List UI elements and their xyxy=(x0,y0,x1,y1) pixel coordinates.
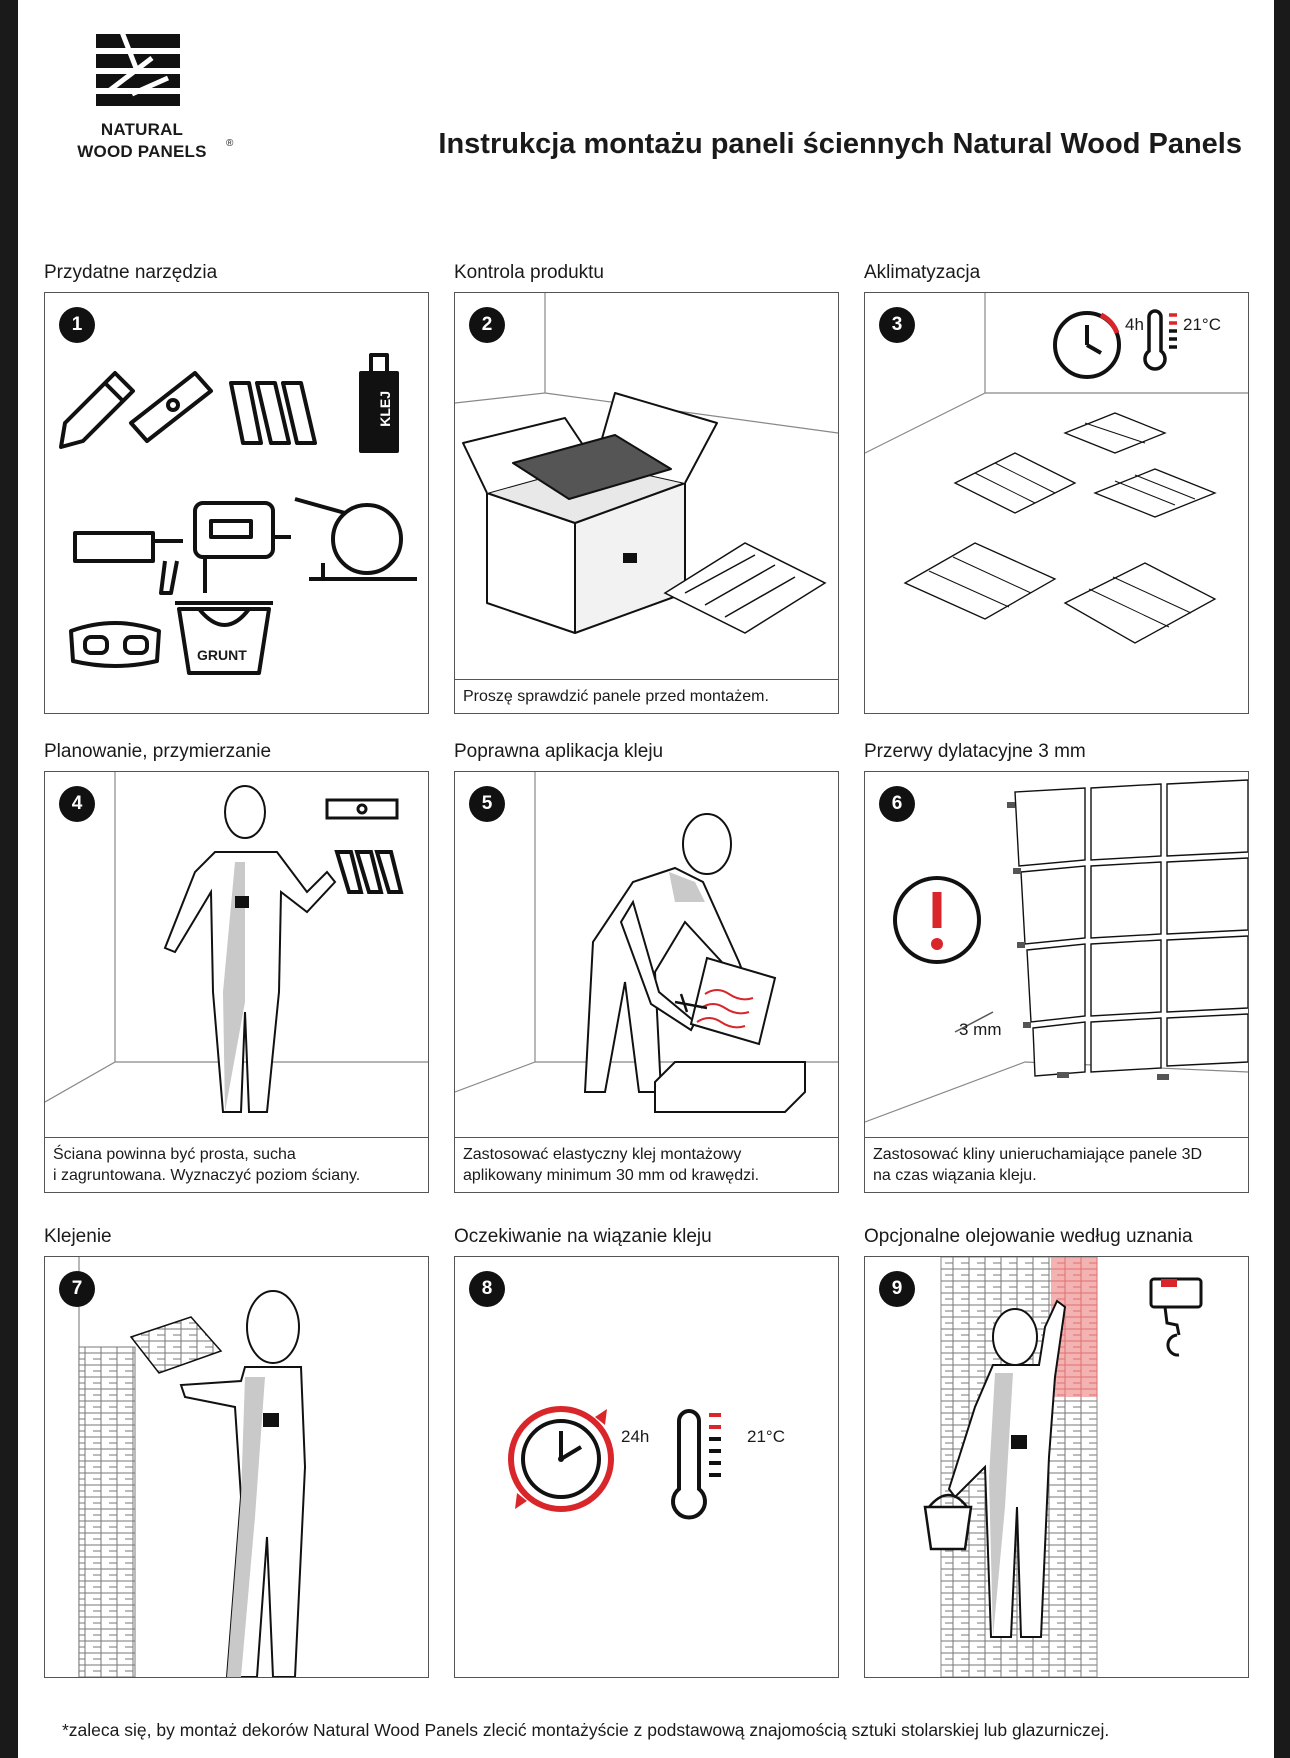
caption-line: aplikowany minimum 30 mm od krawędzi. xyxy=(463,1167,760,1184)
step-number: 7 xyxy=(59,1271,95,1307)
step-panel: 5 Za xyxy=(454,771,839,1193)
step-heading: Aklimatyzacja xyxy=(864,262,981,283)
time-label: 24h xyxy=(621,1427,650,1446)
caption-line: Ściana powinna być prosta, sucha xyxy=(53,1146,296,1163)
step-panel: 1 xyxy=(44,292,429,714)
glue-label: KLEJ xyxy=(377,391,393,427)
step-panel: 2 Proszę sprawdzić xyxy=(454,292,839,714)
shirt-logo-icon xyxy=(263,1413,279,1427)
step-heading: Przydatne narzędzia xyxy=(44,262,218,283)
step-heading: Oczekiwanie na wiązanie kleju xyxy=(454,1226,712,1247)
glue-gun-icon xyxy=(674,993,708,1013)
step-number: 1 xyxy=(59,307,95,343)
page-title: Instrukcja montażu paneli ściennych Natu… xyxy=(438,128,1242,160)
pencil-icon xyxy=(59,371,135,449)
spirit-level-icon xyxy=(325,798,399,820)
gluing-illustration xyxy=(78,1257,307,1677)
jigsaw-icon xyxy=(193,501,291,593)
step-number: 2 xyxy=(469,307,505,343)
brand-logo: NATURAL WOOD PANELS ® xyxy=(54,20,234,170)
step-panel: 6 3 mm Zastosować kliny u xyxy=(864,771,1249,1193)
box-logo-icon xyxy=(623,553,637,563)
shirt-logo-icon xyxy=(235,896,249,908)
caption-line: Zastosować kliny unieruchamiające panele… xyxy=(873,1146,1203,1163)
paint-bucket-icon xyxy=(923,1493,973,1551)
step-heading: Planowanie, przymierzanie xyxy=(44,741,272,762)
temperature-label: 21°C xyxy=(1183,315,1221,334)
step-heading: Przerwy dylatacyjne 3 mm xyxy=(864,741,1086,762)
figure-person-icon xyxy=(583,813,757,1093)
oiling-illustration xyxy=(923,1257,1203,1677)
logo-text-line2: WOOD PANELS xyxy=(77,142,207,161)
clock-icon xyxy=(508,1406,614,1512)
panel-sheet-icon xyxy=(689,956,777,1046)
spirit-level-icon xyxy=(129,371,213,443)
footnote: *zaleca się, by montaż dekorów Natural W… xyxy=(62,1720,1110,1740)
step-number: 3 xyxy=(879,307,915,343)
step-heading: Kontrola produktu xyxy=(454,262,604,283)
step-caption: Zastosować elastyczny klej montażowy apl… xyxy=(455,1137,838,1192)
folding-rule-icon xyxy=(229,381,317,445)
folding-rule-icon xyxy=(334,850,404,894)
temperature-label: 21°C xyxy=(747,1427,785,1446)
instruction-sheet: NATURAL WOOD PANELS ® Instrukcja montażu… xyxy=(18,0,1274,1758)
miter-saw-icon xyxy=(294,497,417,581)
safety-goggles-icon xyxy=(69,621,161,668)
step-panel: 9 xyxy=(864,1256,1249,1678)
step-number: 8 xyxy=(469,1271,505,1307)
glue-application-illustration xyxy=(455,772,838,1113)
step-number: 9 xyxy=(879,1271,915,1307)
paint-brush-icon xyxy=(1149,1277,1203,1357)
step-panel: 3 xyxy=(864,292,1249,714)
step-heading: Poprawna aplikacja kleju xyxy=(454,741,664,762)
tools-illustration xyxy=(59,353,417,675)
logo-text-line1: NATURAL xyxy=(100,120,184,139)
step-panel: 4 Ściana powinna być prosta, sucha i zag… xyxy=(44,771,429,1193)
gap-label: 3 mm xyxy=(959,1020,1002,1039)
caption-line: Zastosować elastyczny klej montażowy xyxy=(463,1146,742,1163)
step-heading: Klejenie xyxy=(44,1226,112,1247)
step-caption: Zastosować kliny unieruchamiające panele… xyxy=(865,1137,1248,1192)
curing-wait-illustration xyxy=(508,1406,721,1520)
registered-mark: ® xyxy=(226,138,234,149)
glue-tube-icon xyxy=(359,353,399,453)
primer-bucket-icon xyxy=(175,601,273,675)
product-box-illustration xyxy=(455,293,838,634)
warning-icon xyxy=(893,876,981,964)
expansion-gap-illustration xyxy=(865,779,1248,1123)
thermometer-icon xyxy=(671,1409,721,1520)
step-caption: Ściana powinna być prosta, sucha i zagru… xyxy=(45,1137,428,1192)
figure-person-icon xyxy=(163,785,337,1113)
thermometer-icon xyxy=(1143,309,1177,371)
caption-line: i zagruntowana. Wyznaczyć poziom ściany. xyxy=(53,1167,361,1184)
step-number: 6 xyxy=(879,786,915,822)
caption-line: na czas wiązania kleju. xyxy=(873,1167,1037,1184)
step-caption: Proszę sprawdzić panele przed montażem. xyxy=(455,679,838,713)
planning-illustration xyxy=(45,772,428,1113)
time-label: 4h xyxy=(1125,315,1144,334)
step-number: 4 xyxy=(59,786,95,822)
step-heading: Opcjonalne olejowanie według uznania xyxy=(864,1226,1193,1247)
step-number: 5 xyxy=(469,786,505,822)
step-panel: 8 24h 21°C xyxy=(454,1256,839,1678)
logo-mark-icon xyxy=(96,31,180,106)
primer-label: GRUNT xyxy=(197,647,247,663)
shirt-logo-icon xyxy=(1011,1435,1027,1449)
step-panel: 7 xyxy=(44,1256,429,1678)
tile-panel-icon xyxy=(129,1316,223,1374)
acclimatization-illustration xyxy=(865,293,1248,644)
caulk-gun-icon xyxy=(73,531,183,595)
clock-icon xyxy=(1053,311,1121,379)
